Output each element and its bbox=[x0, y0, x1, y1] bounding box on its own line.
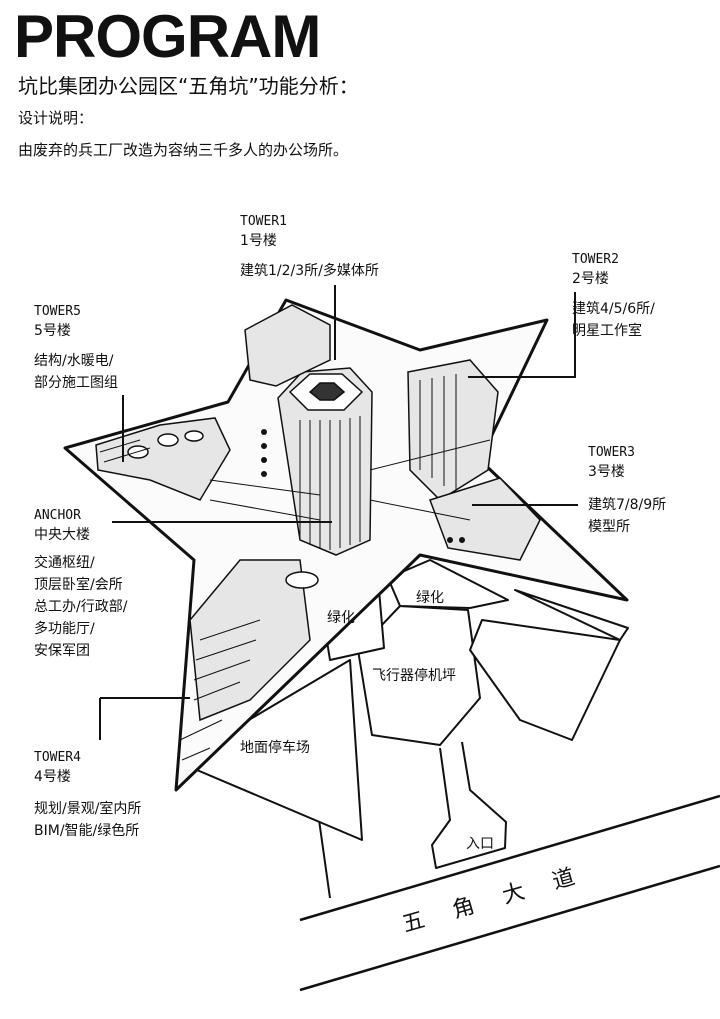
tower4-code: TOWER4 bbox=[34, 750, 81, 765]
access-path-right bbox=[431, 741, 507, 869]
window-dot-4 bbox=[261, 471, 267, 477]
anchor-name: 中央大楼 bbox=[34, 527, 90, 543]
tower3-name: 3号楼 bbox=[588, 464, 625, 480]
tower2-label: TOWER2 2号楼 bbox=[572, 250, 619, 289]
tower4-desc: 规划/景观/室内所 BIM/智能/绿色所 bbox=[34, 798, 141, 842]
helipad-label: 飞行器停机坪 bbox=[372, 668, 456, 684]
parking-pad bbox=[177, 659, 363, 841]
hatch-tower4 bbox=[179, 619, 261, 761]
tower3-code: TOWER3 bbox=[588, 445, 635, 460]
bridge-4 bbox=[369, 499, 471, 521]
anchor-desc-line: 安保军团 bbox=[34, 643, 90, 659]
tower5-desc: 结构/水暖电/ 部分施工图组 bbox=[34, 350, 118, 394]
tower3-desc-line: 建筑7/8/9所 bbox=[588, 497, 667, 513]
tower4-block bbox=[189, 559, 311, 722]
plaza-upper-right-pad bbox=[514, 589, 629, 641]
tower5-code: TOWER5 bbox=[34, 304, 81, 319]
tower2-desc: 建筑4/5/6所/ 明星工作室 bbox=[572, 298, 655, 342]
tank-3 bbox=[184, 430, 204, 442]
hatch-tower2 bbox=[419, 374, 457, 490]
anchor-desc-line: 总工办/行政部/ bbox=[34, 599, 128, 615]
tower1-desc: 建筑1/2/3所/多媒体所 bbox=[240, 260, 379, 282]
bridge-1 bbox=[209, 479, 321, 496]
tower1-label: TOWER1 1号楼 bbox=[240, 212, 287, 251]
window-dot-5 bbox=[447, 537, 453, 543]
tower2-desc-line: 建筑4/5/6所/ bbox=[572, 301, 655, 317]
tower4-desc-line: BIM/智能/绿色所 bbox=[34, 823, 140, 839]
tower2-desc-line: 明星工作室 bbox=[572, 323, 642, 339]
page-subtitle: 坑比集团办公园区“五角坑”功能分析： bbox=[18, 74, 359, 98]
bridge-3 bbox=[369, 439, 491, 471]
tower5-label: TOWER5 5号楼 bbox=[34, 302, 81, 341]
road-edge-bottom bbox=[299, 864, 720, 992]
plaza-right-pad bbox=[469, 619, 621, 741]
tower2-block bbox=[407, 359, 499, 501]
leader-tower2 bbox=[468, 292, 576, 378]
tower3-block bbox=[429, 477, 541, 561]
tower3-desc-line: 模型所 bbox=[588, 519, 630, 535]
anchor-desc-line: 多功能厅/ bbox=[34, 621, 95, 637]
anchor-label: ANCHOR 中央大楼 bbox=[34, 506, 90, 545]
tower4-name: 4号楼 bbox=[34, 769, 71, 785]
page-title: PROGRAM bbox=[14, 3, 321, 70]
anchor-desc: 交通枢纽/ 顶层卧室/会所 总工办/行政部/ 多功能厅/ 安保军团 bbox=[34, 552, 127, 662]
tower3-desc: 建筑7/8/9所 模型所 bbox=[588, 494, 666, 538]
green-right-pad bbox=[387, 559, 509, 609]
window-dot-1 bbox=[261, 429, 267, 435]
hatch-tower5 bbox=[99, 439, 151, 463]
tower2-name: 2号楼 bbox=[572, 271, 609, 287]
parking-label: 地面停车场 bbox=[240, 740, 310, 756]
window-dot-3 bbox=[261, 457, 267, 463]
anchor-desc-line: 顶层卧室/会所 bbox=[34, 577, 123, 593]
anchor-desc-line: 交通枢纽/ bbox=[34, 555, 95, 571]
central-tower bbox=[277, 367, 373, 556]
tower3-label: TOWER3 3号楼 bbox=[588, 443, 635, 482]
entrance-label: 入口 bbox=[466, 836, 494, 852]
design-label: 设计说明： bbox=[18, 109, 94, 127]
tower5-desc-line: 部分施工图组 bbox=[34, 375, 118, 391]
tower1-desc-line: 建筑1/2/3所/多媒体所 bbox=[240, 263, 379, 279]
tower1-code: TOWER1 bbox=[240, 214, 287, 229]
leader-tower4 bbox=[99, 697, 190, 740]
tank-2 bbox=[157, 433, 179, 447]
tower1-block bbox=[244, 304, 331, 387]
tower4-desc-line: 规划/景观/室内所 bbox=[34, 801, 142, 817]
tower2-code: TOWER2 bbox=[572, 252, 619, 267]
tank-4 bbox=[285, 571, 319, 589]
design-description: 由废弃的兵工厂改造为容纳三千多人的办公场所。 bbox=[18, 141, 349, 159]
central-tower-well bbox=[308, 382, 346, 401]
tower4-label: TOWER4 4号楼 bbox=[34, 748, 81, 787]
window-dot-2 bbox=[261, 443, 267, 449]
tower1-name: 1号楼 bbox=[240, 233, 277, 249]
green-left-label: 绿化 bbox=[327, 610, 355, 626]
road-edge-top bbox=[299, 794, 720, 922]
tower5-name: 5号楼 bbox=[34, 323, 71, 339]
tower5-desc-line: 结构/水暖电/ bbox=[34, 353, 114, 369]
window-dot-6 bbox=[459, 537, 465, 543]
bridge-2 bbox=[209, 499, 321, 521]
anchor-code: ANCHOR bbox=[34, 508, 81, 523]
green-right-label: 绿化 bbox=[416, 590, 444, 606]
hatch-central-1 bbox=[299, 416, 361, 550]
